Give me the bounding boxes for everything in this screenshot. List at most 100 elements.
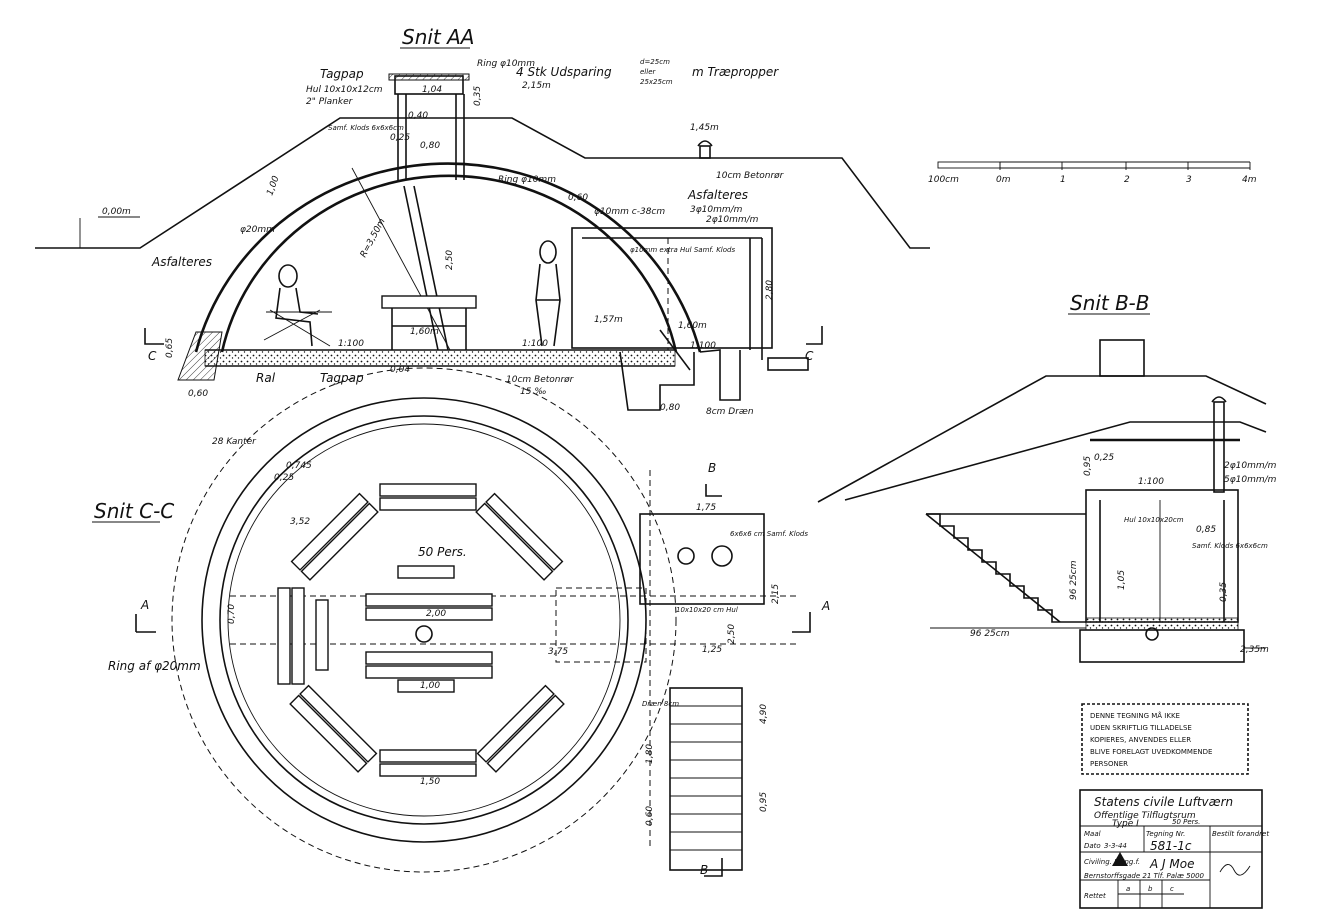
marker-a-right: A xyxy=(821,599,830,613)
label-0745: 0,745 xyxy=(286,461,312,471)
label-pct: 15 ‰ xyxy=(520,387,546,397)
label-bb-rebar2: 5φ10mm/m xyxy=(1224,475,1277,485)
entrance-plan xyxy=(639,513,765,605)
label-bb-9625-h: 96 25cm xyxy=(970,629,1010,639)
label-bb-235: 2,35m xyxy=(1240,645,1269,655)
signature xyxy=(1219,864,1251,876)
label-dim-080b: 0,80 xyxy=(420,141,440,151)
tb-address: Bernstorffsgade 21 Tlf. Palæ 5000 xyxy=(1084,872,1205,880)
label-ring: Ring φ10mm xyxy=(477,59,535,69)
label-hul-extra: φ10mm extra Hul Samf. Klods xyxy=(630,246,735,254)
benches-ring xyxy=(277,483,565,777)
section-bb-title: Snit B-B xyxy=(1070,291,1149,315)
seated-person-figure xyxy=(263,264,332,347)
scale-label-5: 4m xyxy=(1242,175,1257,185)
label-slope-b: 1:100 xyxy=(522,339,548,349)
label-bb-samf: Samf. Klods 6x6x6cm xyxy=(1192,542,1268,550)
stair-treads xyxy=(670,705,742,851)
bb-ground xyxy=(817,375,1267,503)
label-dim-160b: 1,60m xyxy=(678,321,707,331)
label-bb-035: 0,35 xyxy=(1219,582,1229,602)
tb-tegning-label: Tegning Nr. xyxy=(1146,830,1185,838)
label-bb-slope: 1:100 xyxy=(1138,477,1164,487)
label-200: 2,00 xyxy=(426,609,446,619)
tb-rev-b: b xyxy=(1148,885,1153,893)
label-060-cc: 0,60 xyxy=(645,806,655,826)
label-150: 1,50 xyxy=(420,777,440,787)
label-rebar3: 2φ10mm/m xyxy=(706,215,759,225)
scale-label-2: 1 xyxy=(1060,175,1066,185)
label-planker: 2" Planker xyxy=(306,97,354,107)
marker-b-bottom: B xyxy=(700,863,708,877)
ground-line xyxy=(35,117,930,249)
label-100-cc: 1,00 xyxy=(420,681,440,691)
stamp-line-2: KOPIERES, ANVENDES ELLER xyxy=(1090,736,1191,744)
label-dim-065: 0,65 xyxy=(165,338,175,358)
label-dim-060b: 0,60 xyxy=(568,193,588,203)
label-kanter: 28 Kanter xyxy=(212,437,257,447)
vault-outer xyxy=(194,162,702,353)
label-dim-160a: 1,60m xyxy=(410,327,439,337)
label-bb-9625-v: 96 25cm xyxy=(1069,560,1079,600)
label-samf-klods: Samf. Klods 6x6x6cm xyxy=(328,124,404,132)
bb-hatch xyxy=(1099,339,1145,377)
label-bb-095: 0,95 xyxy=(1083,456,1093,476)
label-betonror-bottom: 10cm Betonrør xyxy=(506,375,575,385)
label-dim-004: 0,04 xyxy=(390,365,410,375)
stair-plan xyxy=(669,687,743,871)
bench-aa xyxy=(381,295,477,309)
section-aa: Snit AA 0,00m R=3,50m xyxy=(35,25,930,417)
label-draen: 8cm Dræn xyxy=(706,407,754,417)
label-bb-105: 1,05 xyxy=(1117,570,1127,590)
bb-stair xyxy=(926,513,1086,623)
label-180: 1,80 xyxy=(645,744,655,764)
label-udsparing: 4 Stk Udsparing xyxy=(516,65,612,79)
label-dim-025: 0,25 xyxy=(390,133,410,143)
standing-person-figure xyxy=(535,240,561,347)
scale-label-3: 2 xyxy=(1124,175,1130,185)
label-betonror-top: 10cm Betonrør xyxy=(716,171,785,181)
section-cc-title: Snit C-C xyxy=(94,499,174,523)
floor-slab xyxy=(204,349,676,367)
label-125: 1,25 xyxy=(702,645,722,655)
tb-maal-label: Maal xyxy=(1084,830,1101,838)
restriction-stamp: DENNE TEGNING MÅ IKKE UDEN SKRIFTLIG TIL… xyxy=(1081,703,1249,775)
label-hul: Hul 10x10x12cm xyxy=(306,85,383,95)
tb-capacity: 50 Pers. xyxy=(1172,818,1200,826)
tb-bestillt-label: Bestilt forandret xyxy=(1212,830,1269,838)
label-490: 4,90 xyxy=(759,704,769,724)
label-udsparing-dim-a: d=25cm xyxy=(640,58,670,66)
vault-inner xyxy=(220,174,678,353)
label-asfalteres-right: Asfalteres xyxy=(687,188,748,202)
inner-wall xyxy=(219,415,629,825)
tb-title1: Offentlige Tilflugtsrum xyxy=(1094,811,1196,821)
label-dim-250: 2,50 xyxy=(445,250,455,270)
label-pers: 50 Pers. xyxy=(418,545,467,559)
radius-label: R=3,50m xyxy=(359,217,388,260)
tb-engineer: A J Moe xyxy=(1149,857,1194,871)
tb-dato: 3-3-44 xyxy=(1104,842,1127,850)
section-aa-title: Snit AA xyxy=(402,25,475,49)
label-070: 0,70 xyxy=(227,604,237,624)
scale-label-1: 0m xyxy=(996,175,1011,185)
label-215-cc: 2,15 xyxy=(771,584,781,604)
label-tagpap-bottom: Tagpap xyxy=(320,371,364,385)
label-draen-cc: Dræn 8cm xyxy=(642,700,679,708)
label-dim-100: 1,00 xyxy=(265,175,281,198)
entrance-chamber xyxy=(571,227,773,349)
tb-org: Statens civile Luftværn xyxy=(1094,795,1233,809)
label-slope-c: 1:100 xyxy=(690,341,716,351)
label-dim-157: 1,57m xyxy=(594,315,623,325)
marker-c-left: C xyxy=(148,349,157,363)
stamp-line-4: PERSONER xyxy=(1090,760,1128,768)
label-hul-cc: 10x10x20 cm Hul xyxy=(676,606,738,614)
label-dim-080: 0,80 xyxy=(660,403,680,413)
tb-dato-label: Dato xyxy=(1084,842,1101,850)
scale-label-4: 3 xyxy=(1186,175,1192,185)
label-bb-hul: Hul 10x10x20cm xyxy=(1124,516,1184,524)
stamp-line-3: BLIVE FORELAGT UVEDKOMMENDE xyxy=(1090,748,1212,756)
label-025-cc: 0,25 xyxy=(274,473,294,483)
label-375: 3,75 xyxy=(548,647,568,657)
outer-dashed-circle xyxy=(171,367,677,873)
